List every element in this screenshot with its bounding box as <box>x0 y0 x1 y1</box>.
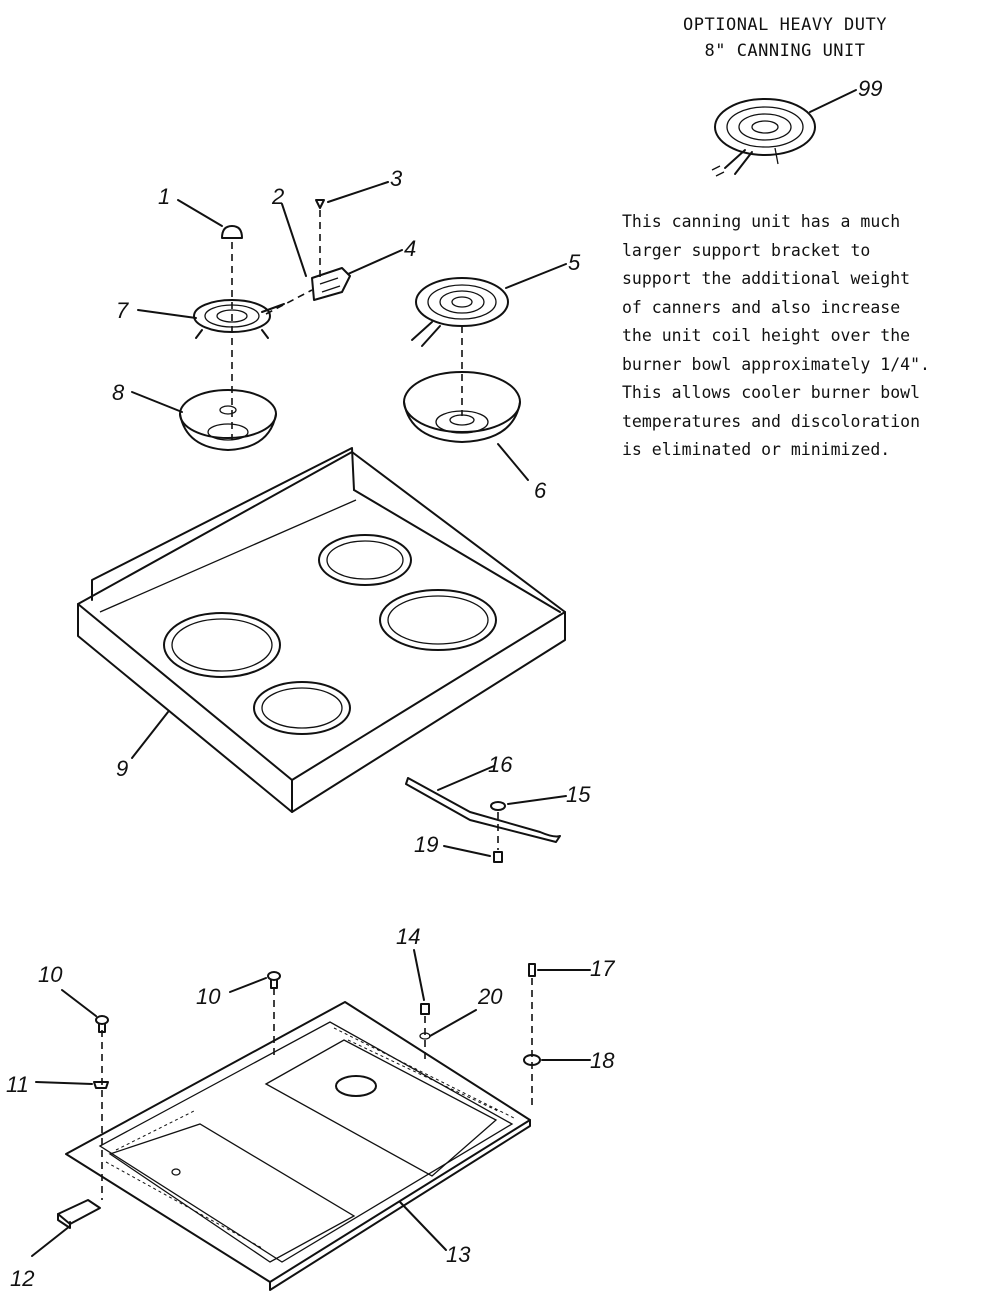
label-15: 15 <box>566 782 591 807</box>
label-18: 18 <box>590 1048 615 1073</box>
bottom-panel-13 <box>65 1001 531 1291</box>
label-99: 99 <box>858 76 882 101</box>
main-top-9 <box>77 447 566 813</box>
screw-14 <box>420 1003 430 1015</box>
label-8: 8 <box>112 380 125 405</box>
canning-unit-description: This canning unit has a much larger supp… <box>622 208 972 465</box>
screw-10-left <box>95 1015 109 1033</box>
label-14: 14 <box>396 924 420 949</box>
label-1: 1 <box>158 184 170 209</box>
label-13: 13 <box>446 1242 471 1267</box>
description-line: temperatures and discoloration <box>622 411 921 431</box>
label-19: 19 <box>414 832 438 857</box>
description-line: the unit coil height over the <box>622 326 911 345</box>
nut-18 <box>523 1054 541 1066</box>
screw-19 <box>493 851 503 863</box>
description-line: burner bowl approximately 1/4". <box>622 354 930 374</box>
label-16: 16 <box>488 752 513 777</box>
part-labels: 1 2 3 4 5 6 7 8 9 16 15 19 10 10 11 12 1… <box>6 76 882 1291</box>
clip-11 <box>93 1081 109 1089</box>
surface-element-7 <box>193 299 285 339</box>
optional-unit-heading: OPTIONAL HEAVY DUTY 8" CANNING UNIT <box>640 12 930 64</box>
label-17: 17 <box>590 956 615 981</box>
bracket-16 <box>405 777 561 843</box>
label-5: 5 <box>568 250 581 275</box>
label-7: 7 <box>116 298 129 323</box>
screw-10-center <box>267 971 281 989</box>
label-20: 20 <box>477 984 503 1009</box>
leveler-12 <box>57 1199 101 1229</box>
terminal-block-4 <box>311 267 351 301</box>
label-12: 12 <box>10 1266 34 1291</box>
burner-bowl-8 <box>179 389 277 451</box>
description-line: of canners and also increase <box>622 297 901 317</box>
surface-element-5 <box>411 277 509 347</box>
description-line: This canning unit has a much <box>622 212 901 231</box>
leader-lines <box>31 89 857 1257</box>
screw-17 <box>528 963 536 977</box>
description-line: is eliminated or minimized. <box>622 440 891 459</box>
heading-line-2: 8" CANNING UNIT <box>704 41 866 61</box>
description-line: larger support bracket to <box>622 240 871 260</box>
screw-15 <box>490 801 506 811</box>
label-4: 4 <box>404 236 416 261</box>
label-3: 3 <box>390 166 403 191</box>
description-line: This allows cooler burner bowl <box>622 383 921 402</box>
label-9: 9 <box>116 756 128 781</box>
label-2: 2 <box>271 184 284 209</box>
heading-line-1: OPTIONAL HEAVY DUTY <box>683 15 887 35</box>
burner-bowl-6 <box>403 371 521 443</box>
description-line: support the additional weight <box>622 269 911 288</box>
screw-3 <box>315 199 325 209</box>
label-6: 6 <box>534 478 547 503</box>
label-10-center: 10 <box>196 984 221 1009</box>
canning-unit-99 <box>711 98 816 177</box>
label-10-left: 10 <box>38 962 63 987</box>
knob-1 <box>221 225 243 239</box>
label-11: 11 <box>6 1072 29 1097</box>
